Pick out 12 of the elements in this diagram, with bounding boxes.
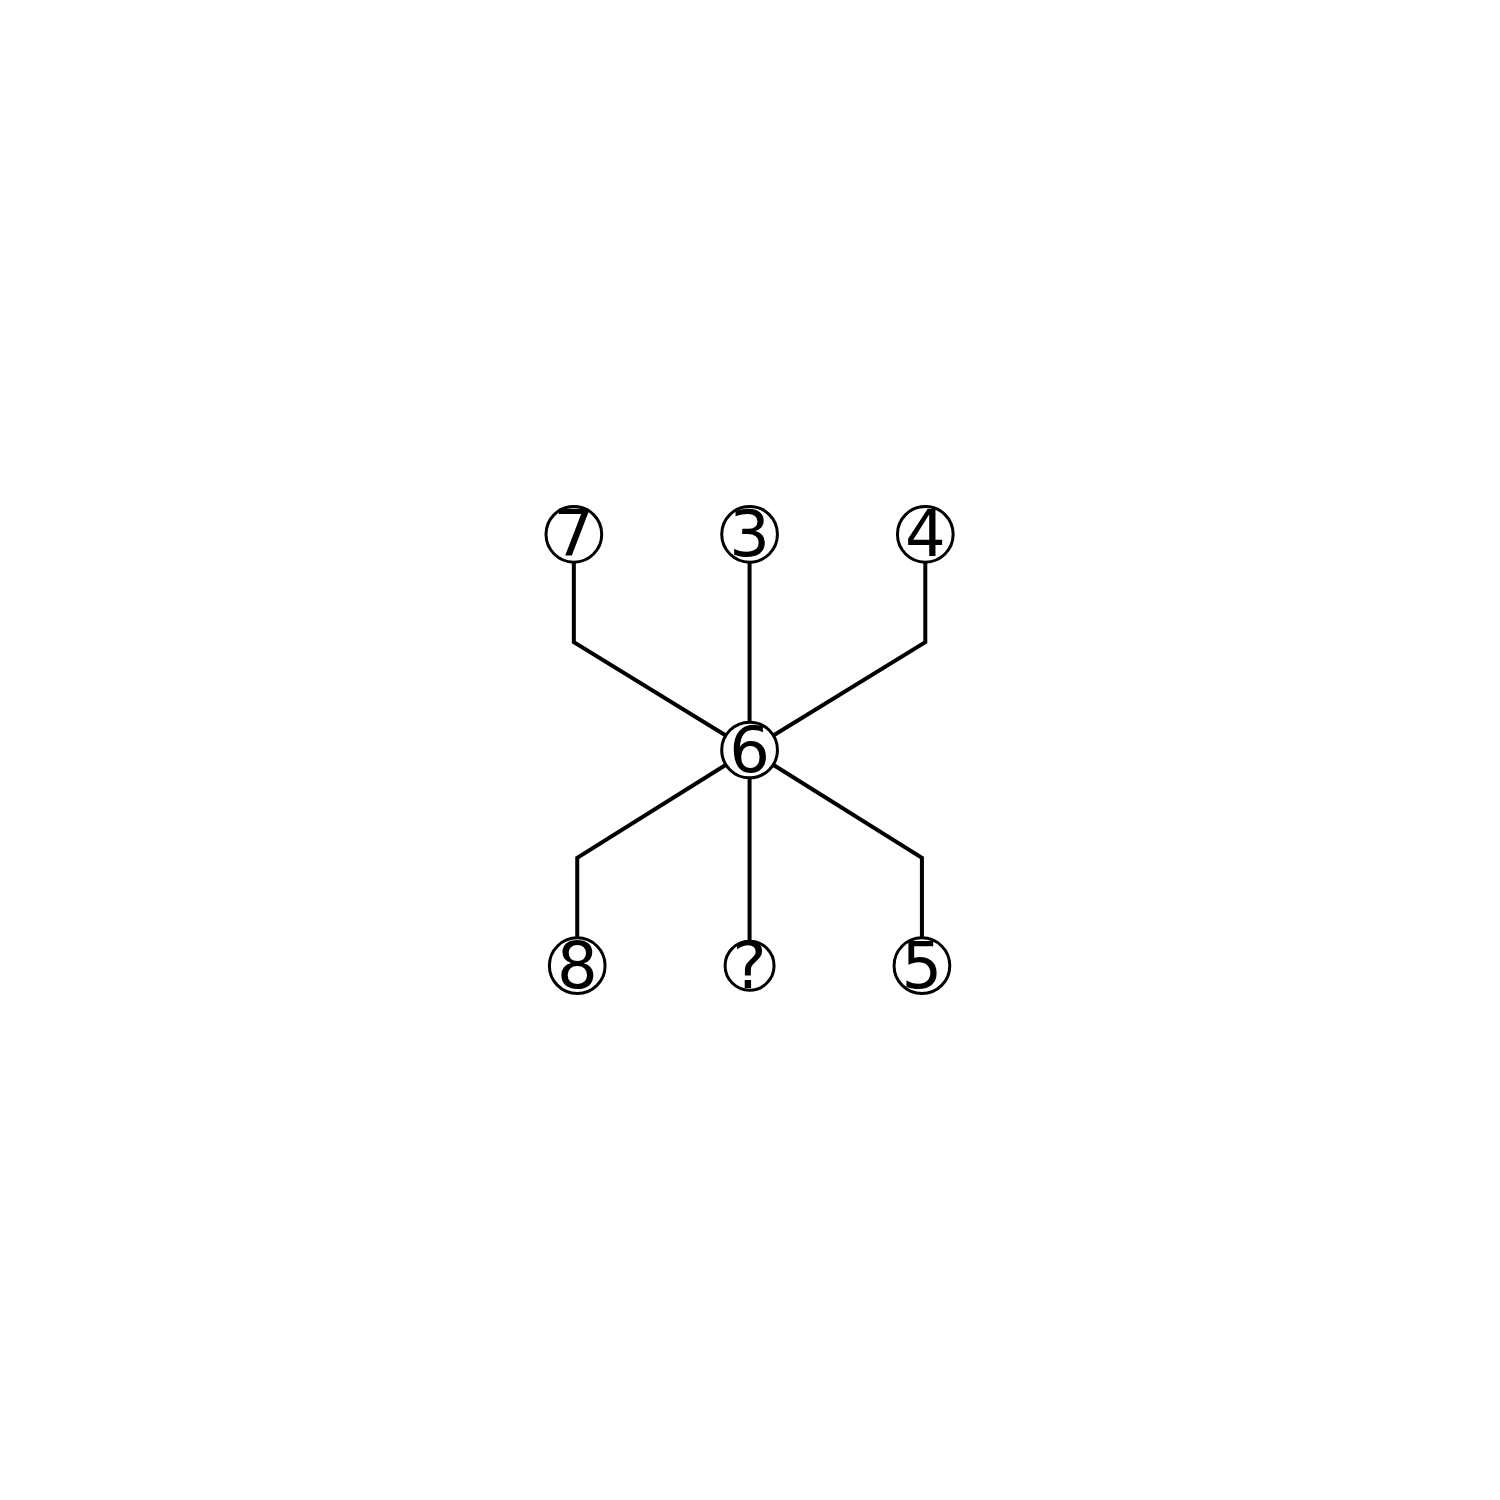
node-circle: 8 bbox=[548, 936, 607, 996]
connector bbox=[772, 562, 928, 738]
node-circle: 7 bbox=[544, 504, 604, 564]
node-circle: 6 bbox=[720, 720, 780, 780]
connector bbox=[748, 562, 752, 723]
node-circle: 4 bbox=[896, 504, 956, 564]
connector bbox=[572, 562, 728, 738]
node-circle: 5 bbox=[893, 936, 952, 996]
connector bbox=[575, 763, 728, 938]
connector bbox=[772, 763, 925, 938]
node-circle: 3 bbox=[720, 504, 780, 564]
connector bbox=[748, 777, 752, 942]
